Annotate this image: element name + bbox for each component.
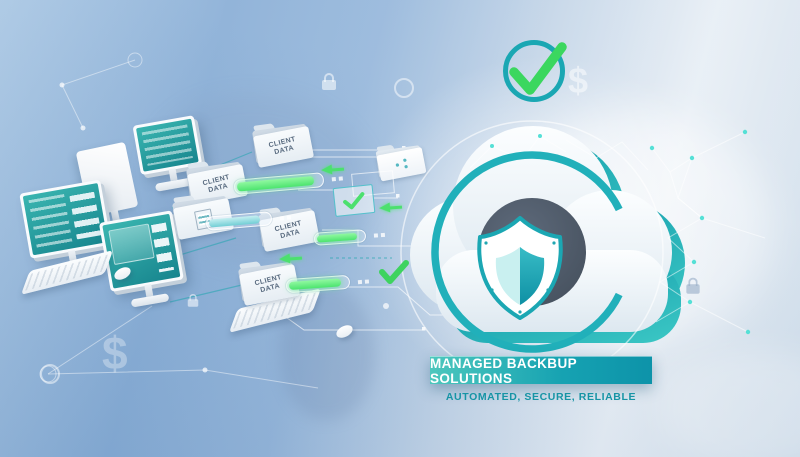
- lock-icon: [187, 294, 199, 307]
- check-icon: [343, 191, 365, 209]
- mesh-dots: [490, 129, 751, 335]
- circle-node-icon: [394, 78, 414, 98]
- check-badge-icon: [503, 40, 567, 102]
- shield-icon: [477, 216, 563, 320]
- banner: MANAGED BACKBUP SOLUTIONS: [430, 355, 652, 386]
- dollar-icon: $: [102, 327, 128, 379]
- banner-subtitle: AUTOMATED, SECURE, RELIABLE: [445, 391, 637, 403]
- circle-node-icon: [40, 364, 60, 384]
- dollar-icon: $: [568, 60, 589, 101]
- lock-icon: [686, 277, 700, 294]
- polygon-mesh: [469, 131, 766, 333]
- checkbox-icon: [332, 183, 376, 218]
- lock-icon: [322, 73, 336, 90]
- banner-title: MANAGED BACKBUP SOLUTIONS: [430, 355, 577, 386]
- check-icon: [379, 260, 409, 284]
